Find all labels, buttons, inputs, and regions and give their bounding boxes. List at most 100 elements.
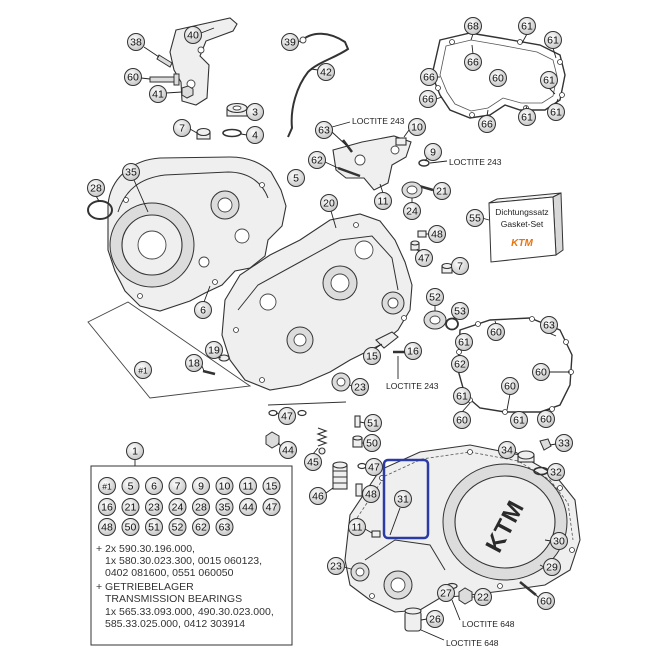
callout-circle [428,225,446,243]
callout-circle [205,341,223,359]
callout-50: 50 [363,434,381,452]
callout-circle [149,85,167,103]
callout-circle [547,103,565,121]
callout-7: 7 [173,119,191,137]
kit-item-51: 51 [145,518,163,536]
callout-circle [537,410,555,428]
callout-number: 61 [458,337,470,349]
callout-60: 60 [487,323,505,341]
callout-circle [121,518,140,536]
callout-45: 45 [304,453,322,471]
callout-61: 61 [455,333,473,351]
kit-item-16: 16 [98,498,116,516]
kit-item-52: 52 [168,518,187,536]
callout-16: 16 [404,342,422,360]
kit-item-24: 24 [168,498,187,516]
callout-60: 60 [537,592,555,610]
callout-circle [239,477,257,495]
cover-small-parts [350,438,552,632]
callout-11: 11 [348,518,366,536]
callout-9: 9 [424,143,442,161]
kit-line: TRANSMISSION BEARINGS [105,593,242,605]
loctite-note: LOCTITE 243 [386,381,439,391]
callout-number: #1 [102,482,112,492]
callout-32: 32 [547,463,565,481]
callout-number: 1 [132,446,138,458]
callout-number: 5 [293,173,299,185]
callout-circle [309,487,327,505]
kit-item-47: 47 [262,498,281,516]
oil-plug [226,102,248,117]
callout-circle [451,302,469,320]
callout-circle [537,592,555,610]
callout-number: 3 [252,107,258,119]
callout-circle [464,53,482,71]
callout-number: 28 [90,183,102,195]
callout-60: 60 [453,411,471,429]
callout-number: 41 [152,89,164,101]
callout-circle [317,63,335,81]
callout-number: 51 [148,522,160,534]
callout-number: 60 [492,73,504,85]
callout-number: 62 [311,155,323,167]
kit-item-6: 6 [145,477,163,495]
kit-item-23: 23 [145,498,163,516]
callout-circle [127,33,145,51]
callout-44: 44 [279,441,297,459]
callout-63: 63 [540,316,558,334]
callout-number: 47 [281,411,293,423]
kit-line: + GETRIEBELAGER [96,581,194,593]
callout-number: 7 [179,123,185,135]
callout-circle [453,411,471,429]
callout-60: 60 [489,69,507,87]
callout-circle [126,442,144,460]
callout-1: 1 [126,442,144,460]
callout-number: 21 [436,186,448,198]
callout-number: 42 [320,67,332,79]
callout-number: 47 [266,502,278,514]
callout-number: 60 [456,415,468,427]
callout-circle [501,377,519,395]
gasket-set-box: Dichtungssatz Gasket-Set KTM [488,192,564,263]
callout-number: 63 [219,522,231,534]
callout-40: 40 [184,26,202,44]
callout-number: 63 [543,320,555,332]
callout-66: 66 [464,53,482,71]
callout-number: 60 [504,381,516,393]
callout-number: #1 [138,366,148,376]
callout-circle [348,518,366,536]
callout-circle [279,441,297,459]
callout-circle [320,194,338,212]
callout-circle [87,179,105,197]
callout-62: 62 [451,355,469,373]
callout-circle [364,414,382,432]
callout-6: 6 [194,301,212,319]
callout-circle [419,90,437,108]
callout-number: 55 [469,213,481,225]
callout-15: 15 [363,347,381,365]
callout-circle [122,163,140,181]
callout-28: 28 [87,179,105,197]
kit-item-10: 10 [215,477,234,495]
gasket-ring [87,200,113,220]
callout-number: 63 [318,125,330,137]
callout-60: 60 [537,410,555,428]
callout-circle [363,434,381,452]
callout-circle [308,151,326,169]
callout-circle [246,103,264,121]
kit-item-48: 48 [98,518,116,536]
callout-circle [437,584,455,602]
callout-circle [404,342,422,360]
callout-circle [365,458,383,476]
callout-number: 10 [411,122,423,134]
callout-circle [474,588,492,606]
callout-number: 34 [501,445,513,457]
callout-3: 3 [246,103,264,121]
kit-line: 1x 565.33.093.000, 490.30.023.000, [105,606,274,618]
callout-number: 21 [125,502,137,514]
callout-number: 6 [200,305,206,317]
callout-circle [239,498,257,516]
callout-34: 34 [498,441,516,459]
callout-circle [453,387,471,405]
loctite-note: LOCTITE 648 [446,638,499,648]
